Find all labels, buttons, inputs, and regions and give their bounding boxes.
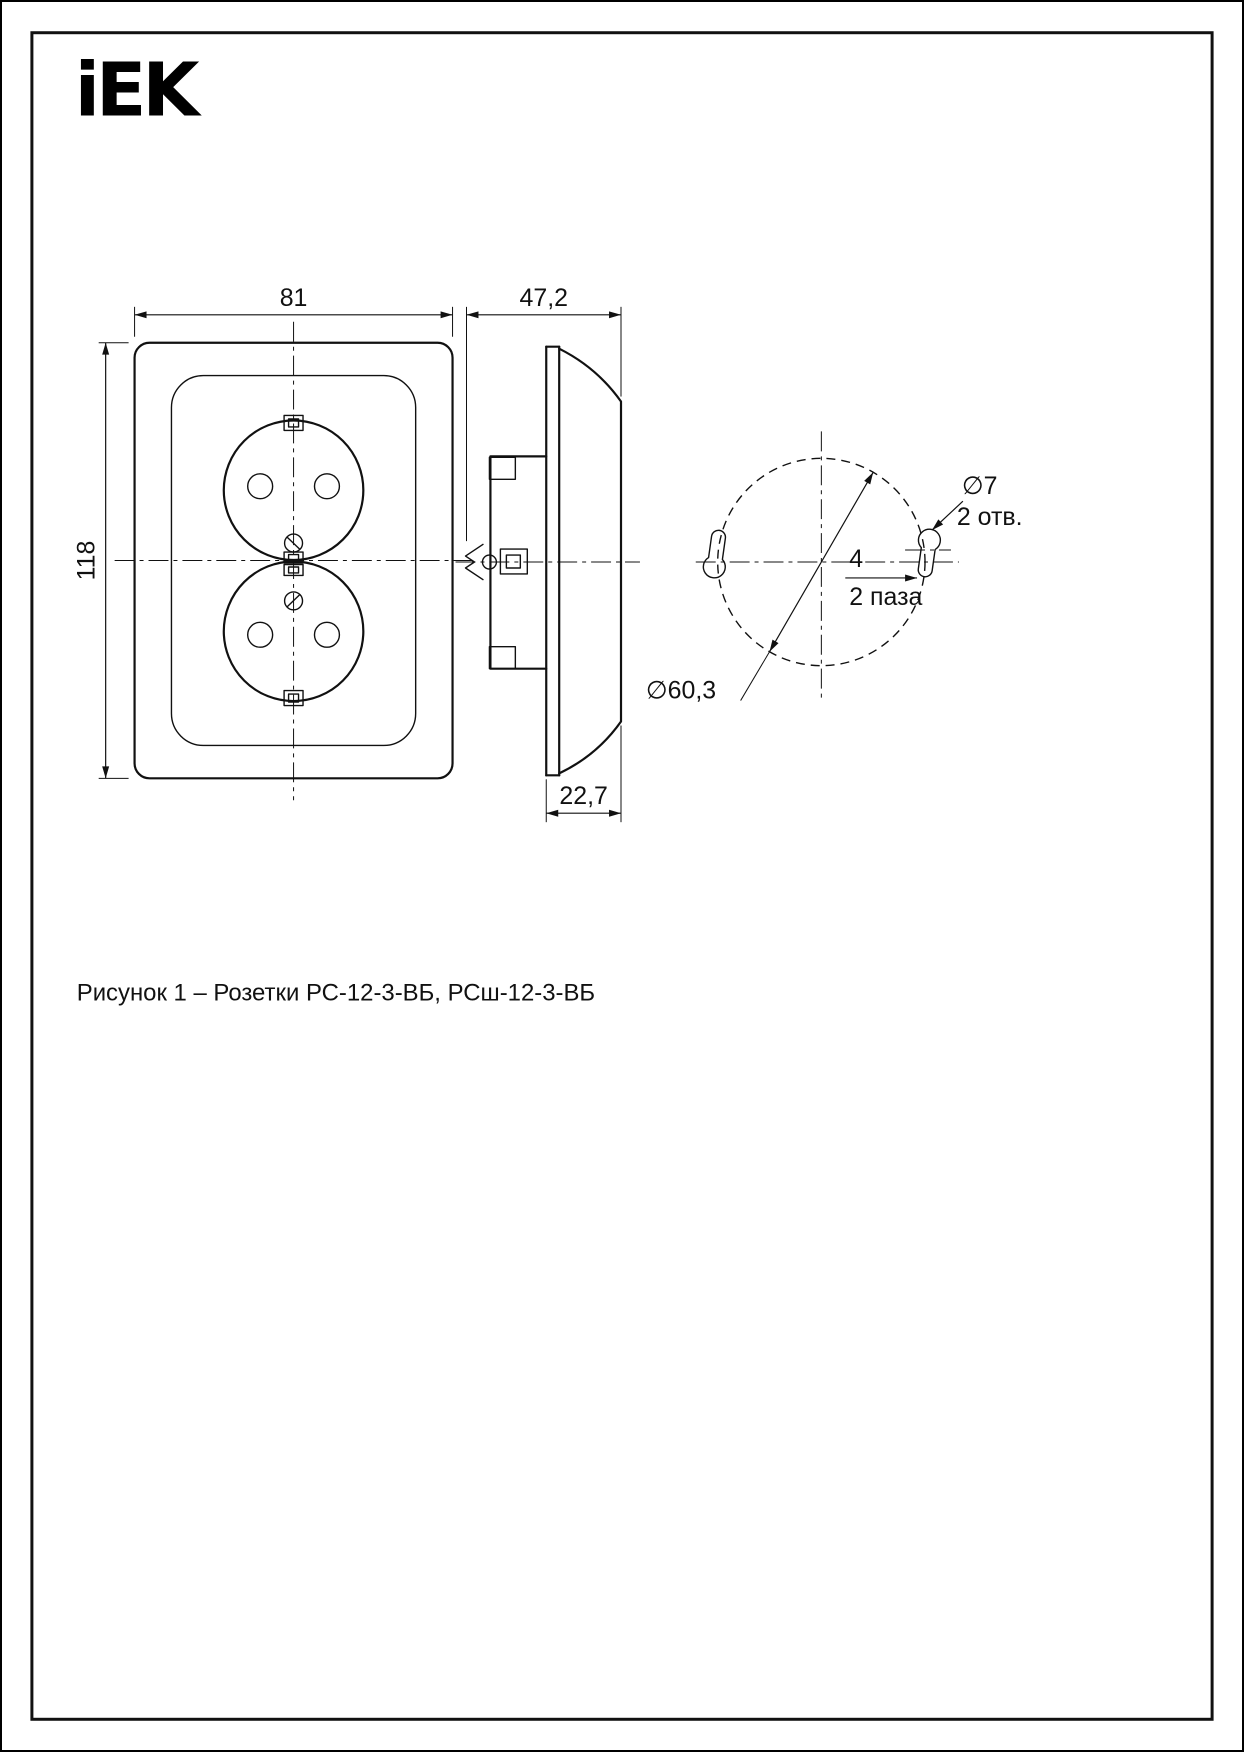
tab-middle-lower — [283, 563, 304, 577]
dim-height-label: 118 — [73, 541, 101, 581]
mechanism-body — [489, 455, 548, 670]
mechanism-block-bottom — [488, 646, 517, 670]
side-view: 47,2 22,7 — [455, 284, 640, 823]
pin-hole — [247, 473, 274, 500]
dim-depth-cover-label: 22,7 — [559, 782, 607, 810]
socket-bottom-well — [222, 560, 365, 703]
pin-hole — [313, 473, 341, 500]
front-view: 81 118 — [73, 284, 473, 801]
figure-caption: Рисунок 1 – Розетки РС-12-3-ВБ, РСш-12-3… — [77, 980, 595, 1007]
dimension-depth-cover: 22,7 — [545, 725, 622, 823]
dimension-depth-total: 47,2 — [466, 284, 622, 542]
drawing-frame — [30, 31, 1214, 1721]
keyhole-slot-right — [917, 528, 942, 578]
cover-dome-profile — [558, 347, 623, 775]
dim-slot-width-label: 4 — [849, 545, 863, 573]
callout-slot-width: 4 2 паза — [845, 545, 923, 611]
tab-top — [283, 414, 304, 432]
mounting-hole-view: ∅60,3 ∅7 2 отв. 4 2 паза — [646, 431, 1023, 705]
slots-count-label: 2 паза — [849, 583, 922, 611]
dimension-height: 118 — [73, 342, 129, 779]
bolt-circle — [716, 457, 926, 667]
dimension-bolt-circle: ∅60,3 — [646, 472, 874, 705]
cover-plate-outer — [133, 341, 454, 780]
cover-plate-inner — [170, 374, 417, 747]
pin-hole — [247, 621, 274, 648]
dim-depth-total-label: 47,2 — [520, 284, 568, 312]
callout-hole-diameter: ∅7 2 отв. — [931, 472, 1023, 531]
dimension-width: 81 — [134, 284, 454, 337]
screw-bottom — [283, 591, 304, 611]
brand-logo: iEK — [75, 48, 203, 133]
dim-bolt-circle-label: ∅60,3 — [646, 677, 716, 705]
mounting-claw — [464, 543, 529, 581]
mechanism-block-top — [488, 456, 517, 480]
tab-middle-upper — [283, 551, 304, 564]
holes-count-label: 2 отв. — [957, 503, 1023, 531]
keyhole-slot-left — [702, 529, 727, 579]
dim-hole-diameter-label: ∅7 — [962, 472, 998, 500]
pin-hole — [313, 621, 341, 648]
dim-width-label: 81 — [280, 284, 308, 312]
tab-bottom — [283, 689, 304, 707]
